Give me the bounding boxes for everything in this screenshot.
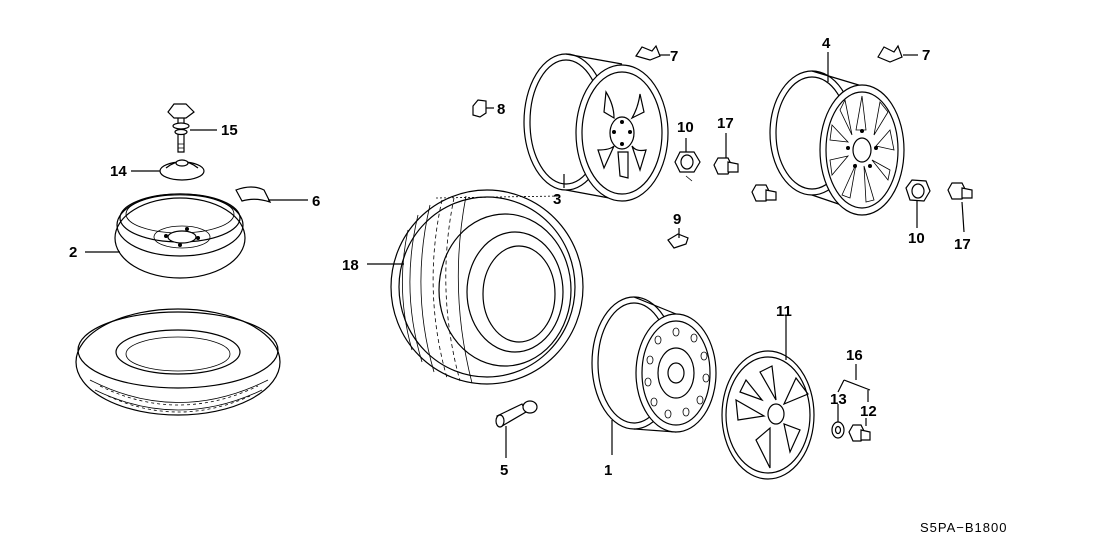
callout-5: 5: [500, 462, 508, 479]
callout-8: 8: [497, 101, 505, 118]
lug-nut-part-3: [947, 182, 973, 200]
cap-nut-part: [848, 424, 871, 442]
tire-part: [390, 189, 584, 385]
callout-1: 1: [604, 462, 612, 479]
spare-hold-nut-part: [159, 159, 205, 181]
callout-17-left: 17: [717, 115, 734, 132]
balance-weight-part-2: [877, 44, 903, 63]
callout-9: 9: [673, 211, 681, 228]
diagram-reference-code: S5PA−B1800: [920, 520, 1007, 535]
steel-wheel-part: [591, 296, 717, 433]
callout-7-right: 7: [922, 47, 930, 64]
lug-nut-part: [713, 157, 739, 175]
balance-weight-clip-part: [472, 99, 487, 118]
valve-stem-part: [495, 400, 538, 428]
washer-part: [831, 421, 845, 439]
hold-down-bolt-part: [167, 103, 195, 153]
leader-lines: [85, 52, 965, 458]
callout-10-right: 10: [908, 230, 925, 247]
callout-4: 4: [822, 35, 831, 52]
callout-18: 18: [342, 257, 359, 274]
balance-weight-part: [635, 44, 661, 61]
spare-wheel-part: [114, 193, 246, 279]
callout-6: 6: [312, 193, 320, 210]
wheel-nut-part-2: [905, 179, 931, 202]
spare-tire-part: [75, 308, 281, 416]
callout-13: 13: [830, 391, 847, 408]
callout-11: 11: [776, 303, 792, 320]
alloy-wheel-part: [523, 53, 669, 202]
label-sticker-part: [235, 186, 272, 204]
callout-15: 15: [221, 122, 238, 139]
callout-10-left: 10: [677, 119, 694, 136]
callout-17-right: 17: [954, 236, 971, 253]
wheel-cover-part: [721, 350, 815, 480]
callout-7-left: 7: [670, 48, 678, 65]
callout-3: 3: [553, 191, 561, 208]
wheel-nut-part: [674, 151, 701, 182]
lug-nut-part-2: [751, 184, 777, 202]
callout-12: 12: [860, 403, 877, 420]
callout-16: 16: [846, 347, 863, 364]
callout-14: 14: [110, 163, 127, 180]
callout-2: 2: [69, 244, 77, 261]
alloy-wheel-spoked-part: [769, 70, 905, 216]
balance-weight-adhesive-part: [667, 233, 689, 249]
